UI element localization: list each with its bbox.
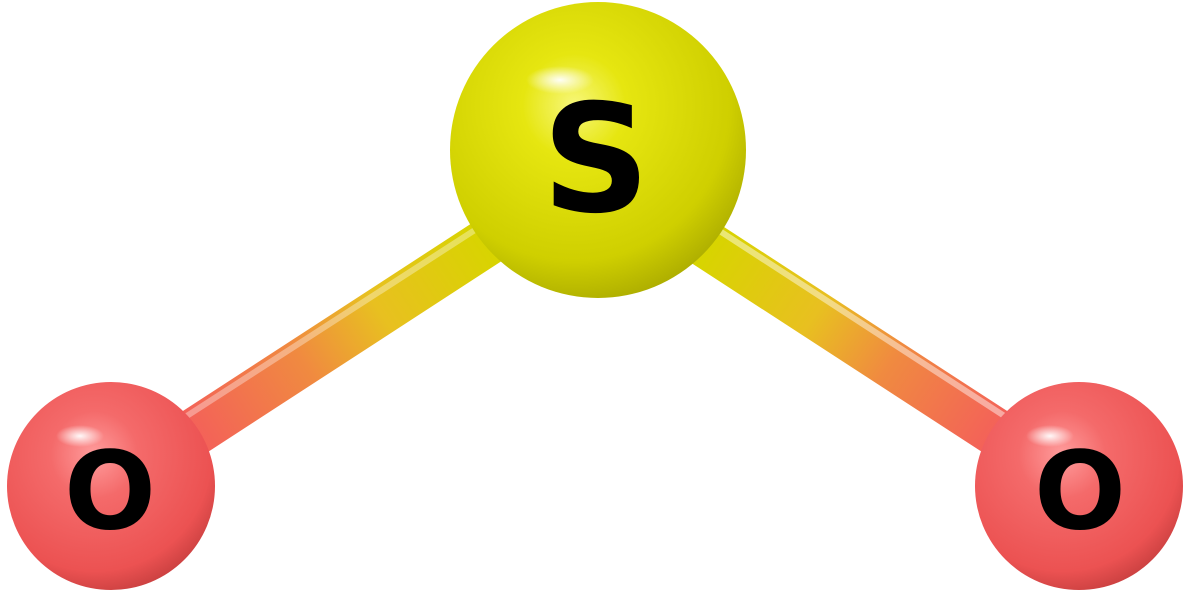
oxygen-atom-left: O <box>7 382 215 590</box>
oxygen-right-label: O <box>1034 430 1126 555</box>
sulfur-label: S <box>542 73 650 247</box>
oxygen-right-highlight <box>1026 425 1074 447</box>
oxygen-atom-right: O <box>975 382 1183 590</box>
bond-s-o-right <box>676 216 1044 472</box>
bond-s-o-left <box>146 216 514 472</box>
oxygen-left-highlight <box>56 425 104 447</box>
sulfur-highlight <box>526 66 594 94</box>
oxygen-left-label: O <box>64 430 156 555</box>
sulfur-atom: S <box>450 2 746 298</box>
